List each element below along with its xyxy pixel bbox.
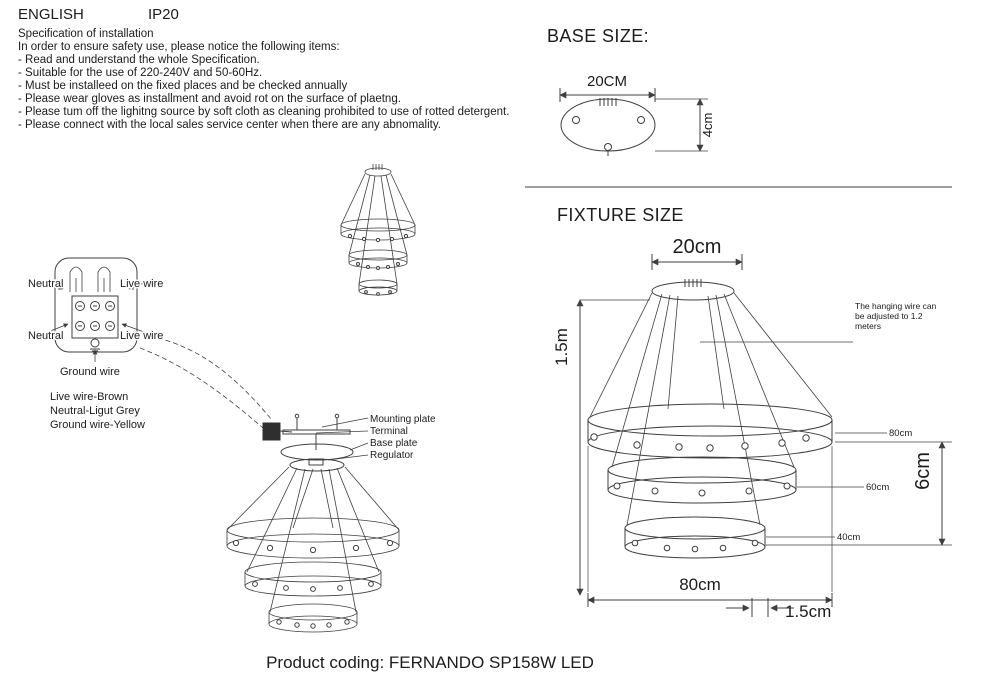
language-label: ENGLISH xyxy=(18,6,84,23)
fixture-diagram: 20cm 1.5m 6cm 80cm 60cm 40cm 80cm 1.5cm … xyxy=(525,186,952,621)
spec-title: Specification of installation xyxy=(18,28,154,40)
terminal-box-drawing xyxy=(47,257,273,429)
fixture-drawing xyxy=(576,254,952,617)
thumbnail-drawing xyxy=(340,164,416,296)
spec-item: - Please wear gloves as installment and … xyxy=(18,93,401,105)
mounting-plate-label: Mounting plate xyxy=(370,414,436,425)
base-size-title: BASE SIZE: xyxy=(547,26,650,46)
chandelier-thumbnail xyxy=(340,164,416,296)
spec-item: - Read and understand the whole Specific… xyxy=(18,54,260,66)
spec-item: - Must be installeed on the fixed places… xyxy=(18,80,348,92)
hanging-wire-note: be adjusted to 1.2 xyxy=(855,311,923,321)
regulator-label: Regulator xyxy=(370,450,414,461)
ground-wire-label: Ground wire xyxy=(60,366,120,378)
fixture-drop-label: 1.5m xyxy=(552,328,571,366)
fixture-size-title: FIXTURE SIZE xyxy=(557,205,684,225)
hanging-wire-note: The hanging wire can xyxy=(855,301,937,311)
terminal-label: Terminal xyxy=(370,426,408,437)
wire-color-legend: Neutral-Ligut Grey xyxy=(50,405,140,417)
spec-item: - Suitable for the use of 220-240V and 5… xyxy=(18,67,263,79)
ring-thickness-label: 1.5cm xyxy=(785,602,831,621)
spec-item: - Please tum off the lighitng source by … xyxy=(18,106,510,118)
wire-color-legend: Ground wire-Yellow xyxy=(50,419,145,431)
product-coding: Product coding: FERNANDO SP158W LED xyxy=(266,653,594,672)
mount-parts-drawing xyxy=(262,413,369,472)
fixture-bottom-width-label: 80cm xyxy=(679,575,721,594)
ring-height-label: 6cm xyxy=(912,452,934,490)
wire-color-legend: Live wire-Brown xyxy=(50,391,128,403)
base-height-label: 4cm xyxy=(700,113,715,138)
base-diameter-label: 20CM xyxy=(587,73,627,90)
wiring-diagram: Neutral Live wire Neutral Live wire Grou… xyxy=(27,257,273,431)
live-bottom-label: Live wire xyxy=(120,330,163,342)
mounting-diagram: Mounting plate Terminal Base plate Regul… xyxy=(226,413,436,633)
base-plate-drawing xyxy=(559,88,708,156)
neutral-top-label: Neutral xyxy=(28,278,63,290)
live-top-label: Live wire xyxy=(120,278,163,290)
base-diagram: 20CM 4cm xyxy=(559,73,715,156)
ip-rating-label: IP20 xyxy=(148,6,179,23)
spec-item: - Please connect with the local sales se… xyxy=(18,119,441,131)
base-plate-label: Base plate xyxy=(370,438,418,449)
centre-chandelier-drawing xyxy=(226,466,400,633)
ring2-size-label: 60cm xyxy=(866,482,889,493)
ring1-size-label: 80cm xyxy=(889,428,912,439)
ring3-size-label: 40cm xyxy=(837,532,860,543)
spec-intro: In order to ensure safety use, please no… xyxy=(18,41,340,53)
hanging-wire-note: meters xyxy=(855,321,881,331)
fixture-top-diameter-label: 20cm xyxy=(673,236,722,258)
neutral-bottom-label: Neutral xyxy=(28,330,63,342)
